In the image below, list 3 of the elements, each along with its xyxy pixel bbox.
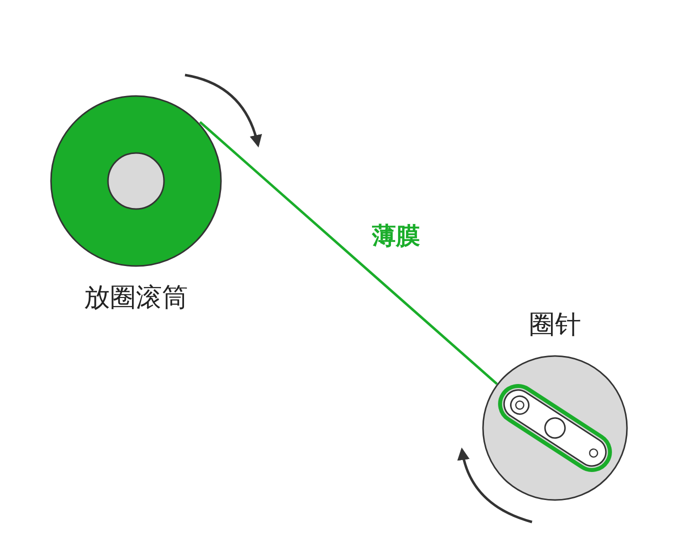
film-line xyxy=(199,121,498,385)
roller-label: 放圈滚筒 xyxy=(83,282,189,315)
needle-label: 圈针 xyxy=(528,309,582,342)
